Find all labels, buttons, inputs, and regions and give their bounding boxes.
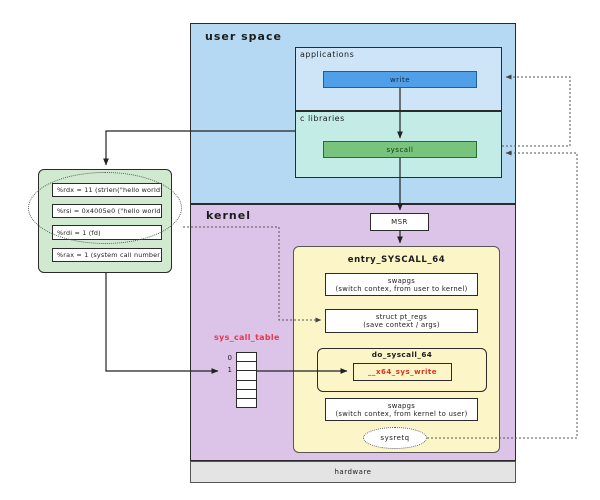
c-libraries-label: c libraries xyxy=(300,114,345,123)
sys-call-table-cell xyxy=(237,398,256,408)
write-node: write xyxy=(323,71,477,88)
msr-node-label: MSR xyxy=(391,218,408,226)
entry-syscall64-title: entry_SYSCALL_64 xyxy=(347,255,446,265)
args-ellipse xyxy=(28,172,182,244)
x64-sys-write-node: __x64_sys_write xyxy=(353,363,452,381)
sysretq-label: sysretq xyxy=(380,434,410,442)
pt-regs-node: struct pt_regs (save context / args) xyxy=(325,309,478,333)
hardware-label: hardware xyxy=(334,468,372,476)
sys-call-table-label: sys_call_table xyxy=(214,333,280,342)
sys-call-table-index-1: 1 xyxy=(227,366,232,374)
user-space-label: user space xyxy=(205,30,282,43)
sys-call-table-cell xyxy=(237,371,256,381)
swapgs-exit-line2: (switch contex, from kernel to user) xyxy=(335,409,468,418)
write-node-label: write xyxy=(389,75,411,84)
sysretq-node: sysretq xyxy=(363,427,427,449)
sys-call-table-index-0: 0 xyxy=(227,354,232,362)
syscall-node-label: syscall xyxy=(386,145,414,154)
pt-regs-line1: struct pt_regs xyxy=(375,313,428,321)
swapgs-enter-line1: swapgs xyxy=(387,276,416,285)
x64-sys-write-label: __x64_sys_write xyxy=(367,368,438,376)
msr-node: MSR xyxy=(370,213,429,231)
swapgs-enter-node: swapgs (switch contex, from user to kern… xyxy=(325,273,478,296)
pt-regs-line2: (save context / args) xyxy=(363,321,440,329)
sys-call-table-cell xyxy=(237,353,256,363)
kernel-label: kernel xyxy=(206,209,251,222)
sys-call-table xyxy=(236,352,257,408)
applications-label: applications xyxy=(300,50,355,59)
syscall-node: syscall xyxy=(323,141,477,158)
swapgs-exit-node: swapgs (switch contex, from kernel to us… xyxy=(325,398,478,421)
register-rax: %rax = 1 (system call number) xyxy=(52,248,162,262)
sys-call-table-cell xyxy=(237,362,256,372)
do-syscall64-title: do_syscall_64 xyxy=(371,350,433,359)
swapgs-enter-line2: (switch contex, from user to kernel) xyxy=(335,284,468,293)
swapgs-exit-line1: swapgs xyxy=(387,401,416,410)
sys-call-table-cell xyxy=(237,380,256,390)
sys-call-table-cell xyxy=(237,389,256,399)
hardware-bar: hardware xyxy=(190,461,516,483)
